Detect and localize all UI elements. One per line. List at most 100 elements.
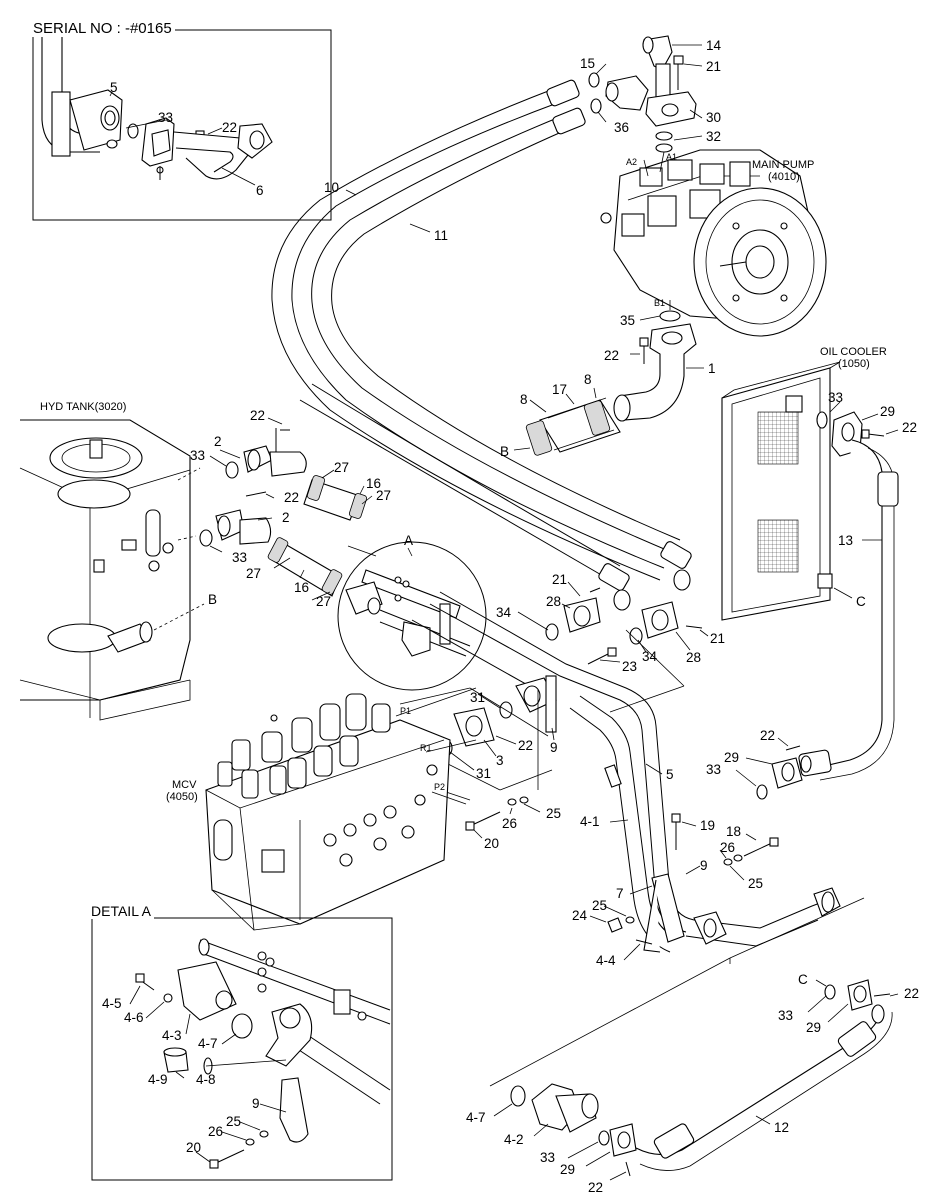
pressure-hoses: 10 11 (271, 79, 692, 611)
callout-bolt-21-left: 21 (552, 572, 567, 587)
callout-detail-26: 26 (208, 1124, 223, 1139)
callout-bolt-18: 18 (726, 824, 741, 839)
mcv-valve-block: P1 R1 P2 MCV (4050) (166, 687, 477, 931)
callout-washer-26-return: 26 (720, 840, 735, 855)
callout-suction-hose-17: 17 (552, 382, 567, 397)
main-pump-code: (4010) (768, 171, 800, 183)
callout-pipe-2-lower: 2 (282, 510, 290, 525)
callout-bracket-7: 7 (616, 886, 624, 901)
callout-bottom-33: 33 (778, 1008, 793, 1023)
callout-oring-31-lower: 31 (476, 766, 491, 781)
bottom-hose-assembly: C 33 29 22 12 4-7 4-2 33 29 22 (466, 957, 919, 1195)
callout-flange-29-return: 29 (724, 750, 739, 765)
callout-pipe-4-1: 4-1 (580, 814, 600, 829)
callout-detail-9: 9 (252, 1096, 260, 1111)
callout-bolt-22-lower: 22 (284, 490, 299, 505)
callout-pump-32: 32 (706, 129, 721, 144)
callout-washer-25-nut: 25 (592, 898, 607, 913)
callout-serial-6: 6 (256, 183, 264, 198)
callout-serial-5: 5 (110, 80, 118, 95)
callout-pump-35: 35 (620, 313, 635, 328)
main-pump-label: MAIN PUMP (752, 159, 814, 171)
callout-nut-24: 24 (572, 908, 588, 923)
callout-hose-16-lower: 16 (294, 580, 309, 595)
valve-piping: 21 28 34 34 28 21 23 31 22 3 31 9 5 25 2… (399, 572, 865, 964)
detail-a-box: 4-5 4-6 4-3 4-7 4-9 4-8 9 25 26 20 (91, 917, 393, 1181)
callout-bottom-29: 29 (806, 1020, 821, 1035)
callout-detail-20: 20 (186, 1140, 201, 1155)
callout-oring-33-upper: 33 (190, 448, 205, 463)
callout-bracket-9-valve: 9 (550, 740, 558, 755)
callout-hose-12: 12 (774, 1120, 789, 1135)
callout-bottom-4-2: 4-2 (504, 1132, 524, 1147)
callout-detail-25: 25 (226, 1114, 241, 1129)
callout-washer-25-valve: 25 (546, 806, 561, 821)
connector-c-cooler: C (856, 594, 866, 609)
port-a2: A2 (626, 157, 637, 167)
callout-bottom-29-lower: 29 (560, 1162, 575, 1177)
callout-washer-25-return: 25 (748, 876, 763, 891)
callout-hose-11: 11 (434, 228, 448, 243)
callout-clamp-27-a: 27 (334, 460, 349, 475)
port-r1: R1 (420, 743, 432, 753)
callout-detail-4-7: 4-7 (198, 1036, 218, 1051)
callout-bolt-22-return: 22 (760, 728, 775, 743)
callout-oring-33-return: 33 (706, 762, 721, 777)
callout-bottom-22: 22 (904, 986, 919, 1001)
callout-clamp-27-b: 27 (376, 488, 391, 503)
return-piping: 4-1 19 18 26 9 25 22 29 33 7 25 24 4-4 (572, 728, 803, 968)
port-a1: A1 (666, 152, 677, 162)
callout-bracket-9-return: 9 (700, 858, 708, 873)
callout-bottom-4-7: 4-7 (466, 1110, 486, 1125)
suction-hose-assembly: 8 17 8 B (500, 372, 621, 459)
tank-return-pipes: 22 2 33 27 16 27 22 2 33 27 16 27 (190, 408, 391, 609)
callout-pump-36: 36 (614, 120, 629, 135)
callout-cooler-29: 29 (880, 404, 895, 419)
callout-clamp-8-right: 8 (584, 372, 592, 387)
callout-bolt-22-upper: 22 (250, 408, 265, 423)
callout-detail-4-8: 4-8 (196, 1072, 216, 1087)
callout-fitting-4-4: 4-4 (596, 953, 616, 968)
callout-clamp-27-c: 27 (246, 566, 261, 581)
callout-oring-33-lower: 33 (232, 550, 247, 565)
callout-flange-28-right: 28 (686, 650, 701, 665)
callout-bottom-33-lower: 33 (540, 1150, 555, 1165)
oil-cooler-label: OIL COOLER (820, 346, 887, 358)
callout-oring-31-upper: 31 (470, 690, 485, 705)
hydraulic-tank-assembly: HYD TANK(3020) B (19, 401, 217, 721)
connector-b-suction: B (500, 444, 509, 459)
callout-pump-21: 21 (706, 59, 721, 74)
detail-a-circle: A (337, 533, 487, 691)
callout-pump-1: 1 (708, 361, 716, 376)
callout-hose-13: 13 (838, 533, 853, 548)
callout-clamp-8-left: 8 (520, 392, 528, 407)
serial-number-title: SERIAL NO : -#0165 (30, 20, 175, 37)
callout-bolt-21-right: 21 (710, 631, 725, 646)
callout-serial-22: 22 (222, 120, 237, 135)
callout-cooler-33: 33 (828, 390, 843, 405)
callout-hose-10: 10 (324, 180, 339, 195)
serial-number-detail-box: 5 33 22 6 (32, 29, 332, 221)
connector-b-tank: B (208, 592, 217, 607)
callout-bolt-19: 19 (700, 818, 715, 833)
port-p1: P1 (400, 706, 411, 716)
callout-oring-34-left: 34 (496, 605, 512, 620)
callout-detail-4-6: 4-6 (124, 1010, 144, 1025)
detail-a-marker: A (404, 533, 413, 548)
hyd-tank-label: HYD TANK(3020) (40, 401, 126, 413)
callout-flange-3: 3 (496, 753, 504, 768)
callout-pump-30: 30 (706, 110, 721, 125)
callout-oring-34-right: 34 (642, 649, 658, 664)
callout-detail-4-5: 4-5 (102, 996, 122, 1011)
callout-detail-4-9: 4-9 (148, 1072, 168, 1087)
callout-serial-33: 33 (158, 110, 173, 125)
oil-cooler-assembly: 33 29 22 13 C OIL COOLER (1050) (721, 346, 917, 781)
callout-detail-4-3: 4-3 (162, 1028, 182, 1043)
callout-pump-22: 22 (604, 348, 619, 363)
callout-pipe-2-upper: 2 (214, 434, 222, 449)
callout-bolt-20-valve: 20 (484, 836, 499, 851)
callout-hose-16-upper: 16 (366, 476, 381, 491)
callout-washer-26-valve: 26 (502, 816, 517, 831)
mcv-code: (4050) (166, 791, 198, 803)
